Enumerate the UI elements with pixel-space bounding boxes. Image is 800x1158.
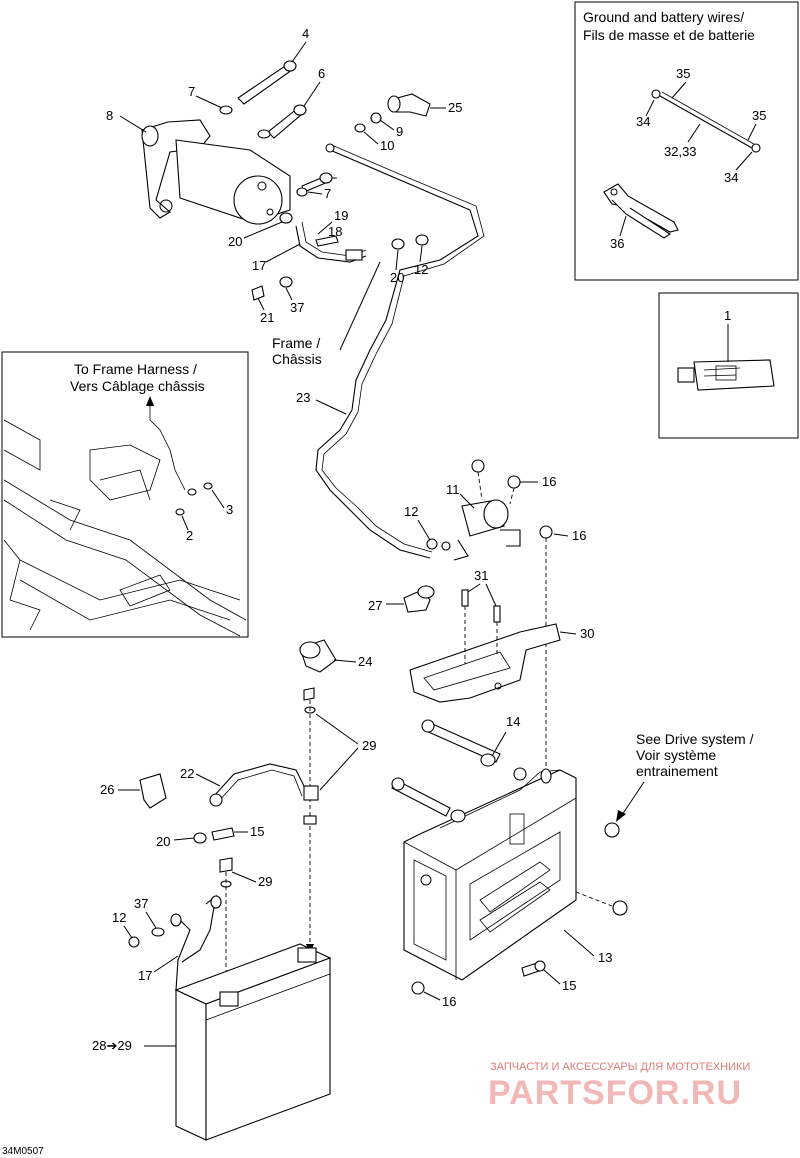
- callout-31: 31: [474, 568, 488, 583]
- inset-frame-harness: To Frame Harness / Vers Câblage châssis …: [1, 351, 249, 638]
- drive-note-en: See Drive system /: [636, 731, 754, 747]
- callout-10: 10: [380, 138, 394, 153]
- watermark-brand: PARTSFOR.RU: [488, 1074, 742, 1112]
- callout-20-mid: 20: [390, 270, 404, 285]
- inset-harness-title-en: To Frame Harness /: [74, 361, 197, 377]
- callout-3: 3: [226, 502, 233, 517]
- callout-36: 36: [610, 236, 624, 251]
- callout-29-mid: 29: [362, 738, 376, 753]
- callout-35-top: 35: [676, 66, 690, 81]
- callout-16-mid: 16: [572, 528, 586, 543]
- inset-harness-title-fr: Vers Câblage châssis: [70, 378, 205, 394]
- ground-wire-drawing: [651, 89, 761, 153]
- callout-2: 2: [186, 528, 193, 543]
- callout-17-top: 17: [252, 258, 266, 273]
- starter-motor-drawing: [141, 119, 291, 225]
- callout-22: 22: [180, 766, 194, 781]
- callout-32-33: 32,33: [664, 144, 697, 159]
- callout-15-bottom: 15: [562, 978, 576, 993]
- callout-37-bottom: 37: [134, 896, 148, 911]
- callout-17-bottom: 17: [138, 968, 152, 983]
- drive-note-fr2: entrainement: [636, 763, 718, 779]
- callout-11: 11: [446, 482, 460, 497]
- callout-30: 30: [580, 626, 594, 641]
- callout-16-top: 16: [542, 474, 556, 489]
- callout-20-bottom: 20: [156, 834, 170, 849]
- callout-9: 9: [396, 124, 403, 139]
- callout-8: 8: [106, 108, 113, 123]
- battery-drawing: [174, 943, 332, 1141]
- frame-label-en: Frame /: [272, 335, 320, 351]
- callout-7-top: 7: [188, 84, 195, 99]
- drive-note-fr1: Voir système: [636, 747, 716, 763]
- callout-12-bottom: 12: [112, 910, 126, 925]
- frame-label-fr: Châssis: [272, 351, 322, 367]
- callout-24: 24: [358, 654, 372, 669]
- bracket-drawing: [409, 623, 561, 703]
- callout-7-mid: 7: [324, 186, 331, 201]
- callout-20-top: 20: [228, 234, 242, 249]
- callout-6: 6: [318, 66, 325, 81]
- inset-ground-title-fr: Fils de masse et de batterie: [583, 27, 755, 43]
- inset-dielectric-grease: 1: [658, 292, 799, 439]
- callout-13: 13: [598, 950, 612, 965]
- solenoid-drawing: [453, 499, 521, 561]
- callout-12-mid: 12: [404, 504, 418, 519]
- callout-26: 26: [100, 782, 114, 797]
- battery-tray-drawing: [403, 769, 577, 981]
- inset-ground-title-en: Ground and battery wires/: [583, 9, 744, 25]
- inset-ground-battery-wires: Ground and battery wires/ Fils de masse …: [574, 1, 799, 281]
- callout-14: 14: [506, 714, 520, 729]
- drawing-code: 34M0507: [2, 1146, 44, 1157]
- watermark-tagline: ЗАПЧАСТИ И АКСЕССУАРЫ ДЛЯ МОТОТЕХНИКИ: [490, 1061, 750, 1073]
- callout-35-right: 35: [752, 108, 766, 123]
- callout-25: 25: [448, 100, 462, 115]
- callout-34-left: 34: [636, 114, 650, 129]
- callout-37-top: 37: [290, 300, 304, 315]
- callout-15-left: 15: [250, 824, 264, 839]
- callout-29-bottom: 29: [258, 874, 272, 889]
- callout-28-29: 28➔29: [92, 1038, 132, 1053]
- callout-12-top: 12: [414, 262, 428, 277]
- callout-23: 23: [296, 390, 310, 405]
- crimp-tool-drawing: [603, 183, 679, 239]
- callout-18: 18: [328, 224, 342, 239]
- frame-sketch: [3, 419, 247, 637]
- callout-27: 27: [368, 598, 382, 613]
- callout-4: 4: [302, 26, 309, 41]
- callout-1: 1: [724, 308, 731, 323]
- callout-34-right: 34: [724, 170, 738, 185]
- callout-21: 21: [260, 310, 274, 325]
- callout-19: 19: [334, 208, 348, 223]
- callout-16-bottom: 16: [442, 994, 456, 1009]
